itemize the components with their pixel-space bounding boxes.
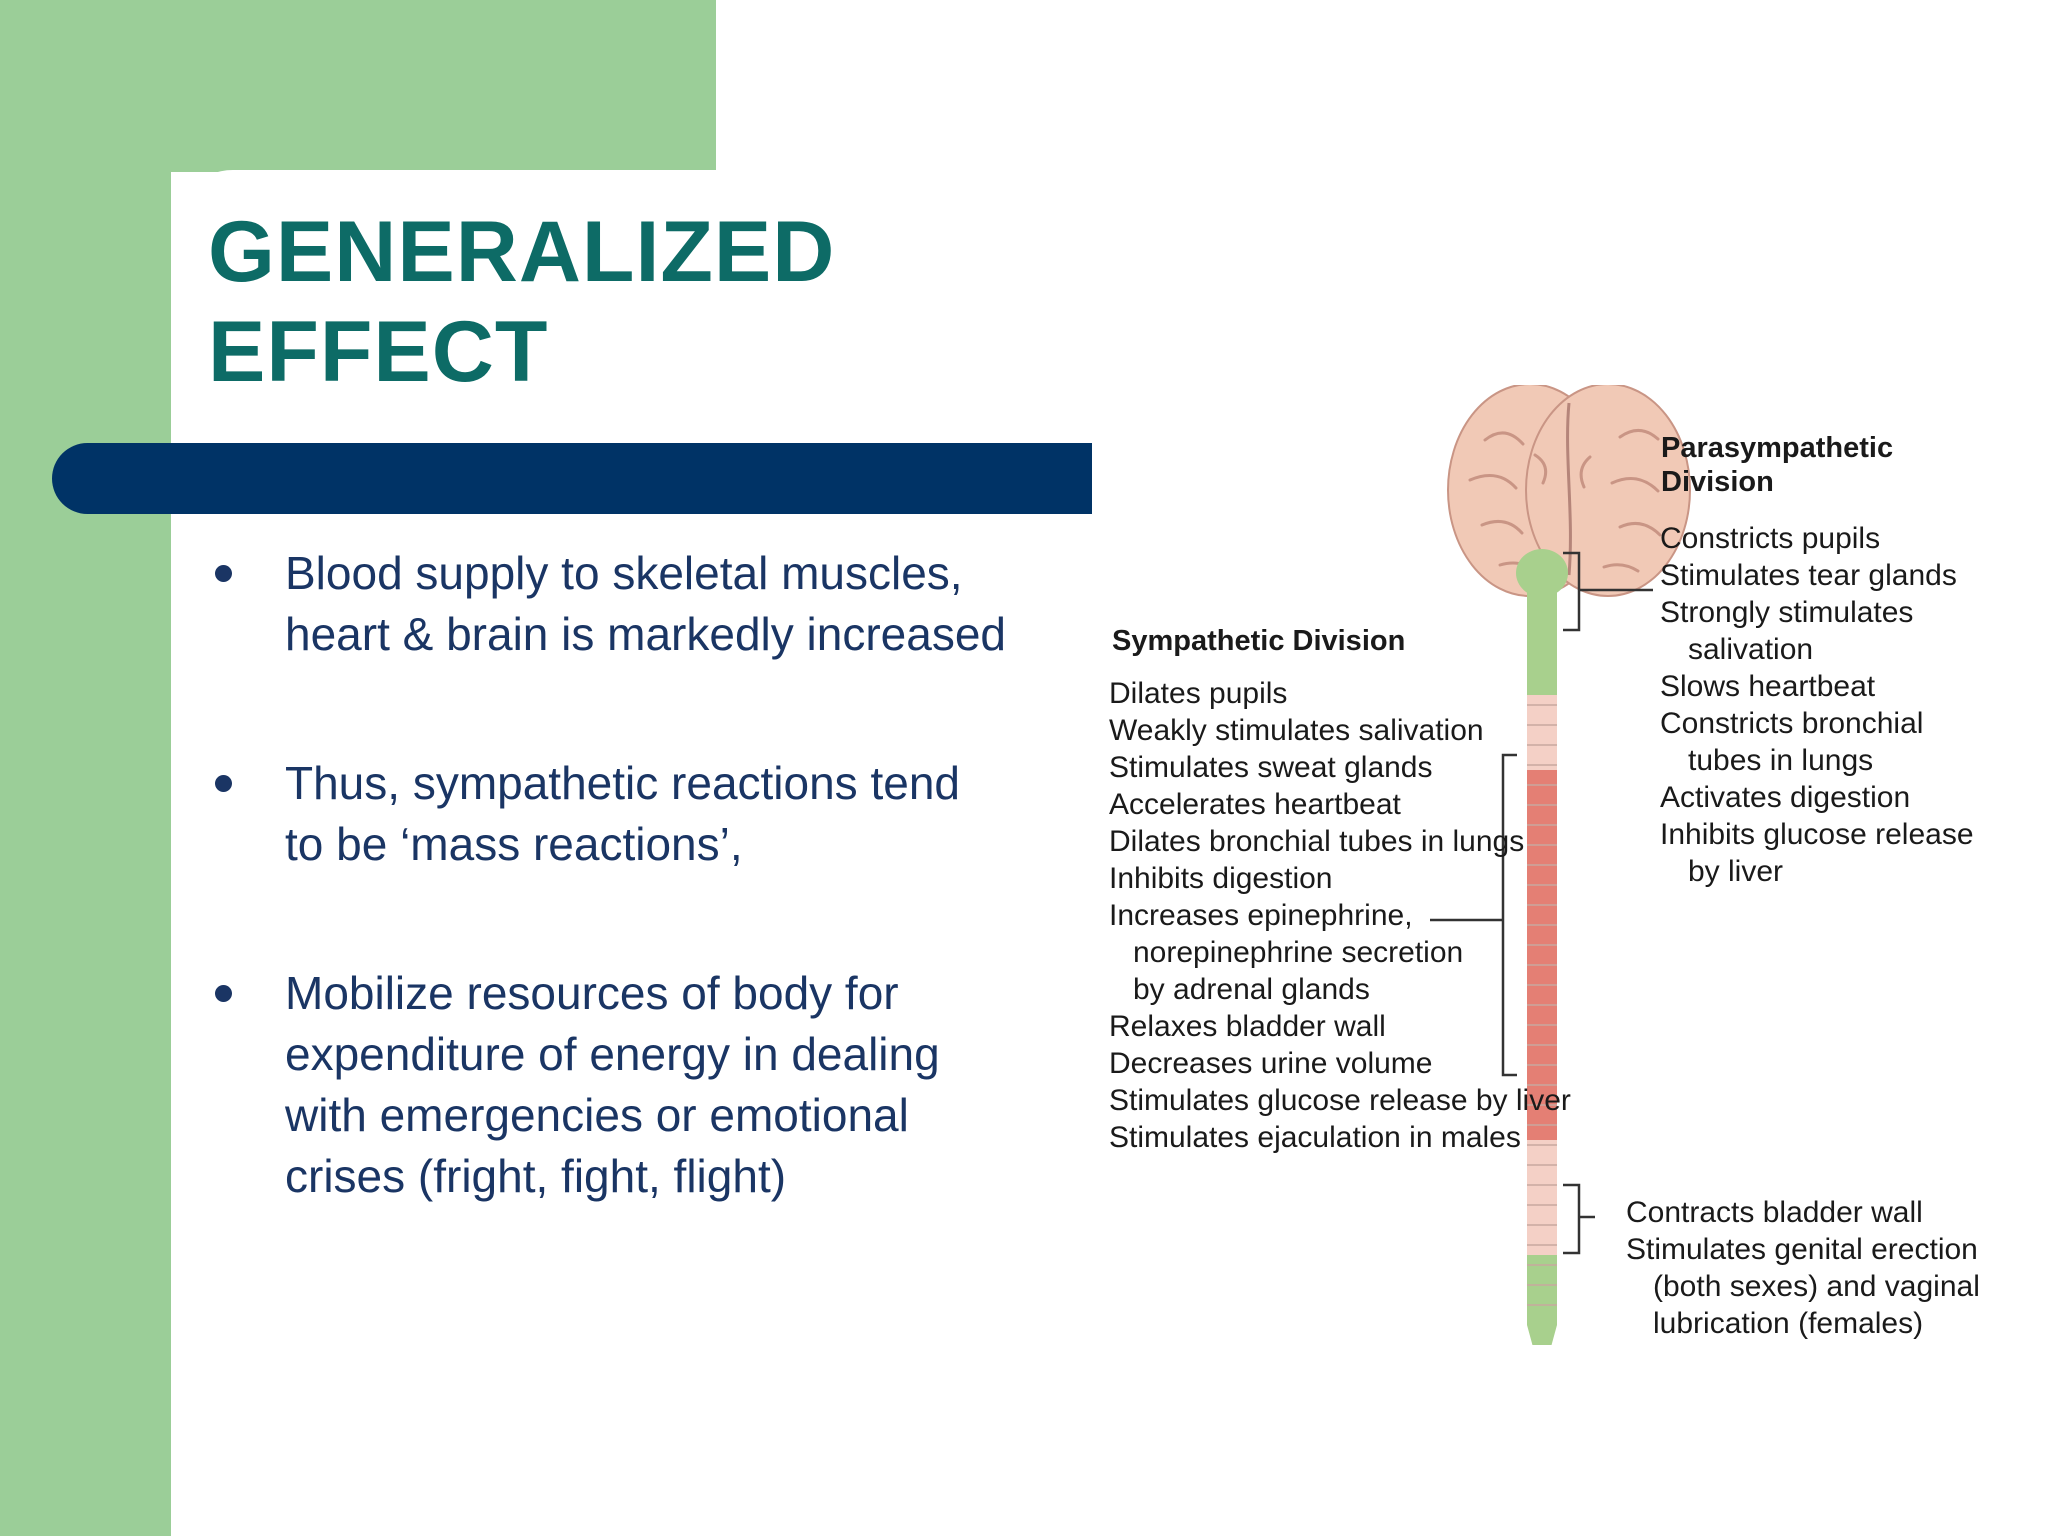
bullet-item: Blood supply to skeletal muscles, heart … — [208, 543, 1008, 665]
sympathetic-effect: Inhibits digestion — [1109, 862, 1332, 895]
cord-segment-upper — [1527, 695, 1557, 770]
connector-lines — [1430, 551, 1653, 1255]
sympathetic-effect: Stimulates ejaculation in males — [1109, 1121, 1521, 1154]
sympathetic-effect: Relaxes bladder wall — [1109, 1010, 1386, 1043]
parasympathetic-heading: Parasympathetic Division — [1661, 432, 1901, 498]
sympathetic-effect: Dilates pupils — [1109, 677, 1287, 710]
sympathetic-effect: Stimulates sweat glands — [1109, 751, 1433, 784]
title-line-2: EFFECT — [208, 304, 549, 400]
sympathetic-labels: Sympathetic Division Dilates pupils Weak… — [1109, 625, 1579, 1154]
parasympathetic-effect: Stimulates genital erection — [1626, 1233, 1978, 1266]
parasympathetic-effect: Constricts pupils — [1660, 522, 1880, 555]
parasympathetic-effect: Stimulates tear glands — [1660, 559, 1957, 592]
bullet-text: Mobilize resources of body for expenditu… — [285, 967, 940, 1202]
bullet-icon — [215, 985, 232, 1002]
parasympathetic-sacral-bracket — [1563, 1183, 1595, 1255]
bullet-text: Thus, sympathetic reactions tend to be ‘… — [285, 757, 960, 870]
bullet-icon — [215, 775, 232, 792]
sympathetic-effect: by adrenal glands — [1133, 973, 1370, 1006]
brain-illustration — [1447, 385, 1691, 597]
title-divider-bar — [52, 443, 1092, 514]
parasympathetic-effect: tubes in lungs — [1688, 744, 1873, 777]
parasympathetic-effect: Slows heartbeat — [1660, 670, 1876, 703]
sympathetic-effects: Dilates pupils Weakly stimulates salivat… — [1109, 677, 1579, 1154]
parasympathetic-effect: Strongly stimulates — [1660, 596, 1913, 629]
sympathetic-effect: Weakly stimulates salivation — [1109, 714, 1484, 747]
cord-segment-cranial — [1527, 585, 1557, 695]
cord-segment-lower — [1527, 1140, 1557, 1255]
bullet-item: Thus, sympathetic reactions tend to be ‘… — [208, 753, 1008, 875]
parasympathetic-cranial-effects: Constricts pupils Stimulates tear glands… — [1660, 522, 1982, 888]
parasympathetic-heading-line-2: Division — [1661, 466, 1774, 498]
sympathetic-effect: Stimulates glucose release by liver — [1109, 1084, 1571, 1117]
cord-segment-thoracolumbar — [1527, 770, 1557, 1140]
parasympathetic-sacral-effects: Contracts bladder wall Stimulates genita… — [1626, 1196, 1988, 1340]
sympathetic-effect: norepinephrine secretion — [1133, 936, 1463, 969]
bullet-item: Mobilize resources of body for expenditu… — [208, 963, 1008, 1207]
title-line-1: GENERALIZED — [208, 204, 836, 300]
autonomic-nervous-system-diagram: Parasympathetic Division Constricts pupi… — [1109, 385, 1988, 1345]
parasympathetic-effect: Constricts bronchial — [1660, 707, 1923, 740]
sympathetic-effect: Increases epinephrine, — [1109, 899, 1413, 932]
sympathetic-heading: Sympathetic Division — [1112, 625, 1405, 657]
sympathetic-effect: Decreases urine volume — [1109, 1047, 1432, 1080]
cord-segment-sacral — [1527, 1255, 1557, 1325]
bullet-icon — [215, 565, 232, 582]
cord-segment-lines — [1527, 704, 1557, 1306]
cord-tip — [1527, 1325, 1557, 1345]
sympathetic-effect: Dilates bronchial tubes in lungs — [1109, 825, 1524, 858]
parasympathetic-effect: Activates digestion — [1660, 781, 1910, 814]
parasympathetic-effect: (both sexes) and vaginal — [1653, 1270, 1980, 1303]
parasympathetic-effect: by liver — [1688, 855, 1783, 888]
sympathetic-bracket — [1430, 753, 1517, 1077]
parasympathetic-labels: Parasympathetic Division Constricts pupi… — [1626, 432, 1988, 1340]
spinal-cord — [1527, 585, 1557, 1345]
parasympathetic-effect: salivation — [1688, 633, 1813, 666]
bullet-list: Blood supply to skeletal muscles, heart … — [208, 543, 1008, 1207]
green-accent-side — [0, 0, 171, 1536]
parasympathetic-cranial-bracket — [1563, 551, 1653, 632]
content-panel — [171, 170, 2048, 1536]
parasympathetic-effect: Contracts bladder wall — [1626, 1196, 1923, 1229]
sympathetic-effect: Accelerates heartbeat — [1109, 788, 1402, 821]
parasympathetic-heading-line-1: Parasympathetic — [1661, 432, 1893, 464]
slide-title: GENERALIZED EFFECT — [208, 202, 835, 402]
parasympathetic-effect: Inhibits glucose release — [1660, 818, 1974, 851]
parasympathetic-effect: lubrication (females) — [1653, 1307, 1923, 1340]
bullet-text: Blood supply to skeletal muscles, heart … — [285, 547, 1006, 660]
